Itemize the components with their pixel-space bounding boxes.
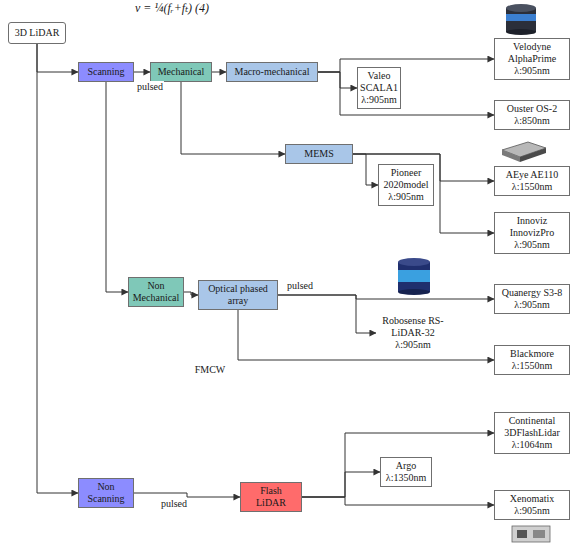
connector-arrow bbox=[184, 292, 198, 295]
node-text: Optical phased array bbox=[202, 283, 274, 307]
node-text: Xenomatix λ:905nm bbox=[498, 493, 566, 517]
node-text: Innoviz InnovizPro λ:905nm bbox=[498, 215, 566, 251]
connector-arrow bbox=[238, 310, 494, 360]
connector-arrow bbox=[302, 472, 380, 497]
node-text: AEye AE110 λ:1550nm bbox=[498, 169, 566, 193]
node-text: Blackmore λ:1550nm bbox=[498, 348, 566, 372]
edge-label: pulsed bbox=[286, 280, 314, 292]
sensor-top bbox=[398, 258, 430, 266]
sensor-base bbox=[506, 29, 536, 35]
product-box: Argo λ:1350nm bbox=[380, 457, 432, 487]
product-box: Valeo SCALA1 λ:905nm bbox=[357, 67, 401, 109]
product-box: Xenomatix λ:905nm bbox=[494, 490, 570, 520]
device-body bbox=[512, 526, 550, 542]
connector-arrow bbox=[353, 154, 494, 233]
root-box: 3D LiDAR bbox=[8, 22, 66, 44]
technology-box: Optical phased array bbox=[198, 280, 278, 310]
connector-arrow bbox=[134, 72, 150, 73]
technology-box: Macro-mechanical bbox=[226, 62, 318, 82]
connector-arrow bbox=[106, 82, 128, 292]
edge-label: FMCW bbox=[194, 364, 227, 376]
xenomatix-icon bbox=[512, 526, 550, 542]
aeye-icon bbox=[502, 142, 546, 162]
node-text: MEMS bbox=[304, 148, 333, 160]
connector-arrow bbox=[37, 44, 78, 493]
category-box: Non Scanning bbox=[78, 478, 134, 508]
connector-arrow bbox=[318, 72, 494, 115]
sensor-top bbox=[506, 4, 536, 12]
product-box: Quanergy S3-8 λ:905nm bbox=[494, 284, 570, 314]
connector-arrow bbox=[37, 44, 78, 72]
device-side bbox=[502, 150, 520, 162]
node-text: Macro-mechanical bbox=[235, 66, 310, 78]
connector-arrow bbox=[353, 154, 378, 185]
sensor-window bbox=[506, 14, 536, 21]
node-text: Continental 3DFlashLidar λ:1064nm bbox=[498, 415, 566, 451]
node-text: Robosense RS-LiDAR-32 λ:905nm bbox=[380, 315, 446, 351]
connector-arrow bbox=[134, 493, 240, 497]
product-box: AEye AE110 λ:1550nm bbox=[494, 166, 570, 196]
connector-arrow bbox=[278, 295, 376, 333]
sensor-base bbox=[398, 289, 430, 295]
node-text: Mechanical bbox=[158, 66, 205, 78]
node-text: Flash LiDAR bbox=[244, 485, 298, 509]
device-front bbox=[520, 148, 546, 162]
node-text: Non Scanning bbox=[82, 481, 130, 505]
connector-arrow bbox=[302, 497, 494, 505]
category-box: Mechanical bbox=[150, 62, 212, 82]
product-box: Ouster OS-2 λ:850nm bbox=[494, 100, 570, 130]
node-text: Quanergy S3-8 λ:905nm bbox=[498, 287, 566, 311]
product-box: Robosense RS-LiDAR-32 λ:905nm bbox=[376, 312, 450, 354]
connector-arrow bbox=[318, 72, 357, 88]
velodyne-icon bbox=[506, 4, 536, 35]
connector-arrow bbox=[181, 82, 285, 154]
category-box: Scanning bbox=[78, 62, 134, 82]
node-text: Ouster OS-2 λ:850nm bbox=[498, 103, 566, 127]
sensor-window bbox=[398, 270, 430, 282]
connector-arrow bbox=[302, 433, 494, 497]
edge-label: pulsed bbox=[136, 81, 164, 93]
product-box: Blackmore λ:1550nm bbox=[494, 345, 570, 375]
connector-arrow bbox=[212, 72, 226, 73]
node-text: Argo λ:1350nm bbox=[384, 460, 428, 484]
product-box: Continental 3DFlashLidar λ:1064nm bbox=[494, 412, 570, 454]
device-lens bbox=[517, 530, 527, 538]
sensor-body bbox=[398, 262, 430, 292]
node-text: Non Mechanical bbox=[132, 280, 180, 304]
device-lens bbox=[533, 530, 545, 538]
robosense-icon bbox=[398, 258, 430, 295]
product-box: Pioneer 2020model λ:905nm bbox=[378, 164, 434, 206]
technology-box: MEMS bbox=[285, 144, 353, 164]
node-text: Scanning bbox=[87, 66, 124, 78]
edge-label: pulsed bbox=[160, 498, 188, 510]
node-text: Valeo SCALA1 λ:905nm bbox=[360, 70, 398, 106]
equation-fragment: ν = ¼(fᵣ+fₜ) (4) bbox=[135, 1, 209, 15]
node-text: 3D LiDAR bbox=[15, 27, 60, 39]
connector-arrow bbox=[318, 59, 494, 72]
node-text: Velodyne AlphaPrime λ:905nm bbox=[498, 41, 566, 77]
product-box: Velodyne AlphaPrime λ:905nm bbox=[494, 38, 570, 80]
technology-box: Flash LiDAR bbox=[240, 482, 302, 512]
product-box: Innoviz InnovizPro λ:905nm bbox=[494, 212, 570, 254]
node-text: Pioneer 2020model λ:905nm bbox=[382, 167, 430, 203]
category-box: Non Mechanical bbox=[128, 277, 184, 307]
connector-arrow bbox=[278, 295, 494, 299]
